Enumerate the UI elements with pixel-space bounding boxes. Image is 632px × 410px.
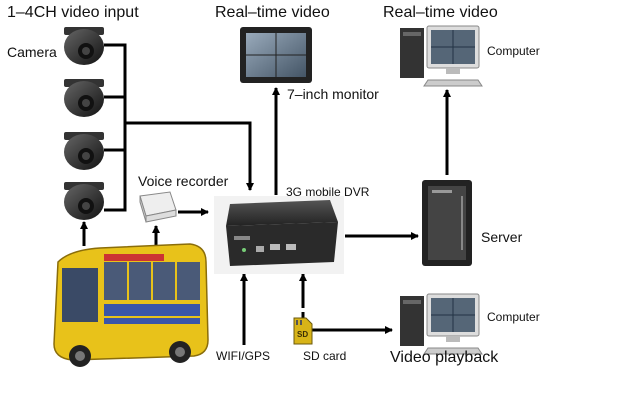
server-label: Server [481,229,523,245]
camera-label: Camera [7,44,57,60]
dome-camera [64,182,104,220]
dome-camera [64,79,104,117]
monitor-device [240,27,312,83]
sd-card-label: SD card [303,349,347,363]
bus-image [53,243,209,367]
realtime-video-right-label: Real–time video [383,4,498,21]
sd-to-computer-arrow [301,312,393,334]
video-input-label: 1–4CH video input [7,4,139,21]
sd-card-logo-text: SD [297,330,309,339]
dvr-label: 3G mobile DVR [286,185,370,199]
dvr-device [214,196,344,274]
voice-recorder-label: Voice recorder [138,173,229,189]
sd-card-icon [293,317,313,345]
monitor-label: 7–inch monitor [287,86,379,102]
computer-top-label: Computer [487,44,540,58]
dome-camera [64,27,104,65]
computer-bottom-device [400,293,483,355]
camera-bracket-line [104,43,127,212]
server-device [422,180,472,266]
wifi-gps-label: WIFI/GPS [216,349,270,363]
dome-camera [64,132,104,170]
voice-recorder-device [139,191,177,223]
computer-top-device [400,25,483,87]
realtime-video-left-label: Real–time video [215,4,330,21]
cameras-to-dvr-arrow [125,121,254,191]
video-playback-label: Video playback [390,349,499,366]
computer-bottom-label: Computer [487,310,540,324]
